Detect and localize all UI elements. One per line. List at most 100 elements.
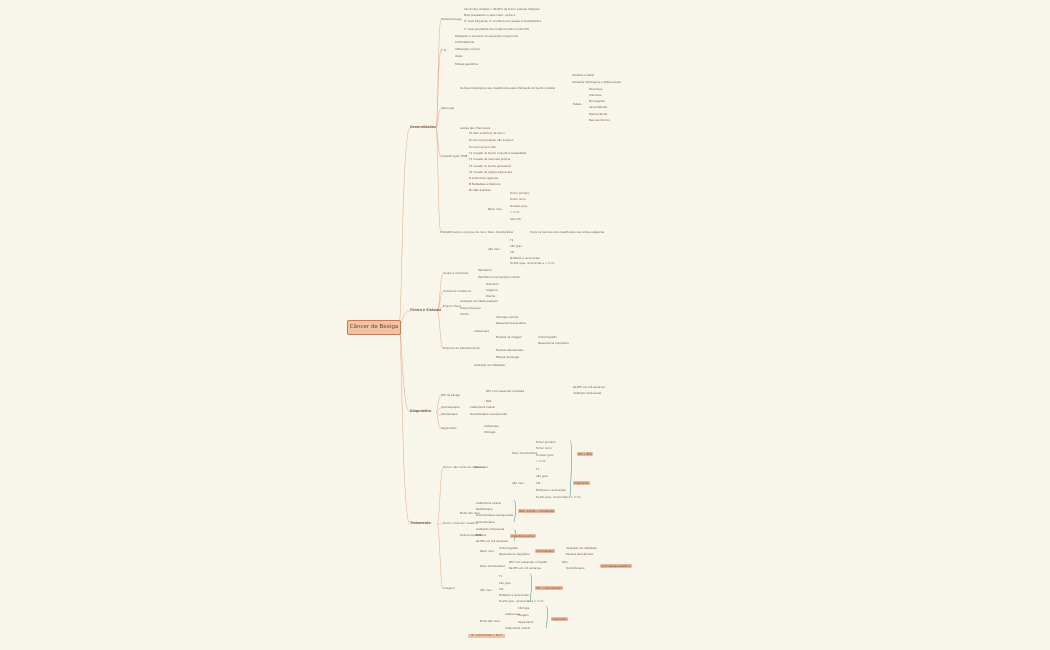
node-dx10[interactable]: Exames de estadiamento	[443, 346, 480, 350]
node-bx1b: Tumor primário	[536, 441, 556, 444]
node-al5c: Ta alto grau, recorrentes e > 3 cm	[499, 600, 544, 603]
node-tabela[interactable]: Tabela	[573, 103, 582, 106]
node-trat5[interactable]: Risco intermediário	[512, 452, 538, 455]
node-tt4: BCG	[486, 400, 492, 403]
node-patologia[interactable]: Patologia	[441, 106, 455, 110]
node-trat6[interactable]: Alto risco	[512, 482, 525, 485]
node-tt1: RTU com ressecção completa	[486, 390, 525, 393]
node-al3: CIS	[510, 251, 515, 254]
node-inter2[interactable]: Risco intermediário	[480, 565, 506, 568]
tag-rtu-bcg[interactable]: RTU + BCG	[577, 452, 594, 457]
tag-rtu-quimio[interactable]: RTU + Quimioterapia	[535, 586, 564, 591]
node-tnm10: Mx Não avaliada	[469, 189, 491, 192]
node-tt5: Quimioterapia	[441, 406, 460, 409]
tag-bcg-inducao[interactable]: BCG: indução + manutenção	[518, 509, 556, 514]
branch-generalidades[interactable]: Generalidades	[410, 125, 436, 129]
node-dx7b: Avaliação de metástase	[566, 547, 597, 550]
node-tnm9: M Metástase à distância	[469, 183, 501, 186]
root-topic[interactable]: Câncer de Bexiga	[347, 320, 401, 335]
node-ttrans[interactable]: RTU de bexiga	[441, 394, 460, 397]
node-tt2c: Re-RTU em 2-6 semanas	[509, 567, 541, 570]
node-classif[interactable]: Classificação TNM	[441, 154, 468, 158]
node-tnm6: T3 Invasão do tecido perivesical	[469, 165, 511, 168]
node-bx5: Sem CIS	[510, 218, 521, 221]
node-tnm1: T0 Sem evidência de tumor	[469, 132, 505, 135]
node-trat2[interactable]: Tumor músculo invasivo	[443, 521, 478, 525]
node-dx7: Avaliação de metástase	[474, 364, 505, 367]
node-baixo2[interactable]: Baixo risco	[480, 550, 495, 553]
node-sinais[interactable]: Sinais e sintomas	[443, 271, 469, 275]
node-cist3: Disúria	[486, 295, 496, 298]
node-dx5b: Urotomografia	[499, 547, 518, 550]
node-trat3[interactable]: Doença metastática	[460, 534, 487, 537]
tag-quimioterapia[interactable]: Quimioterapia	[535, 549, 555, 554]
node-dx8: Exames laboratoriais	[496, 349, 524, 352]
node-cist[interactable]: Sintomas irritativos	[443, 289, 472, 293]
footer-id: ID: 1234567890 + 6477	[468, 634, 506, 638]
node-tab6: Neuroendócrina	[589, 119, 610, 122]
node-tab3: Micropapilar	[589, 100, 605, 103]
node-hem2: Hematúria macroscópica indolor	[478, 276, 521, 279]
node-fr3: Inflamação crônica	[455, 48, 480, 51]
node-dx1: Cistoscopia	[474, 330, 489, 333]
node-tt4c: BCG	[562, 561, 568, 564]
node-trat4[interactable]: Baixo risco	[474, 466, 489, 469]
node-tnm4: T1 Invasão do tecido conjuntivo subepite…	[469, 152, 527, 155]
node-al3b: CIS	[536, 482, 541, 485]
branch-diagnostico[interactable]: Diagnóstico	[410, 409, 432, 413]
node-tt6b: Cistectomia radical	[476, 502, 501, 505]
node-trat7[interactable]: Muito alto risco	[460, 512, 480, 515]
node-fr2: Ciclofosfamida	[455, 41, 475, 44]
node-ep4: 2ª mais prevalente da incidência trato u…	[464, 28, 529, 31]
node-bx2: Tumor único	[510, 198, 526, 201]
node-dx4: Exames de imagem	[496, 336, 522, 339]
tag-seguimento[interactable]: Seguimento	[551, 617, 569, 622]
node-trat9b: Cistoscopia	[505, 613, 520, 616]
node-estratif[interactable]: Estratificação e grupos de risco	[441, 230, 487, 234]
node-bx1: Tumor primário	[510, 192, 530, 195]
node-trat10b: Citologia	[518, 607, 530, 610]
node-tt2b: Re-RTU em 2-6 semanas	[476, 540, 508, 543]
node-trat1[interactable]: Tumor não músculo invasivo	[443, 465, 485, 469]
node-tnm8: N Linfonodos regionais	[469, 177, 499, 180]
node-muito-alto[interactable]: Muito alto risco	[480, 620, 500, 623]
node-exame2: Toque bimanual	[460, 307, 481, 310]
node-tt8b: Quimioterapia neoadjuvante	[476, 514, 514, 517]
node-tt4b: BCG	[476, 534, 482, 537]
node-tab1: Escamosa	[589, 88, 603, 91]
node-exame[interactable]: Exame físico	[443, 304, 462, 308]
node-al5b: Ta alto grau, recorrentes e > 3 cm	[536, 496, 581, 499]
node-al4: Múltiplos e recorrentes	[510, 257, 540, 260]
node-al2: Alto grau	[510, 245, 522, 248]
node-tt6c: Cistectomia radical	[505, 627, 530, 630]
node-trat11b: Imagem	[518, 614, 529, 617]
branch-clinica[interactable]: Clínica e Sintoma	[410, 308, 442, 312]
node-int1: Todos os tumores não classificados nas o…	[530, 231, 605, 234]
node-bx3: Ta baixo grau	[510, 205, 528, 208]
node-exame3: Outros	[460, 313, 469, 316]
node-pat1: Os tipos histológicos são classificados …	[460, 87, 556, 90]
node-inter[interactable]: Risco intermediário	[488, 231, 514, 234]
tag-quimio-sistemica[interactable]: Quimioterapia sistêmica	[600, 564, 632, 569]
node-bx4b: < 3 cm	[536, 460, 546, 463]
node-fr4: Idade	[455, 55, 463, 58]
node-ep3: 9º mais frequente, 4ª incidência em país…	[464, 20, 542, 23]
node-tt5b: Quimioterapia	[476, 521, 495, 524]
node-exame1: Avaliação de massa palpável	[460, 300, 498, 303]
node-trat11[interactable]: Imagem	[443, 586, 455, 590]
node-tnm5: T2 Invasão da muscular própria	[469, 158, 511, 161]
node-dx9: Biópsia da bexiga	[496, 356, 519, 359]
node-trat8b: Seguimento	[518, 621, 534, 624]
tag-cistectomia-radical[interactable]: Cistectomia radical	[510, 534, 536, 539]
node-al2c: Alto grau	[499, 582, 511, 585]
node-alto2[interactable]: Alto risco	[480, 589, 493, 592]
node-dx6: Ressonância magnética	[538, 342, 569, 345]
node-fr[interactable]: F. R.	[441, 48, 447, 52]
node-ep1: Carcinoma urotelial > 90-95% de tumor ve…	[464, 8, 540, 11]
branch-tratamento[interactable]: Tratamento	[410, 521, 431, 525]
node-baixo[interactable]: Baixo risco	[488, 208, 503, 211]
tag-cistectomia[interactable]: Cistectomia	[573, 481, 590, 486]
node-epidemiologia[interactable]: Epidemiologia	[441, 17, 462, 21]
node-alto[interactable]: Alto risco	[488, 248, 501, 251]
